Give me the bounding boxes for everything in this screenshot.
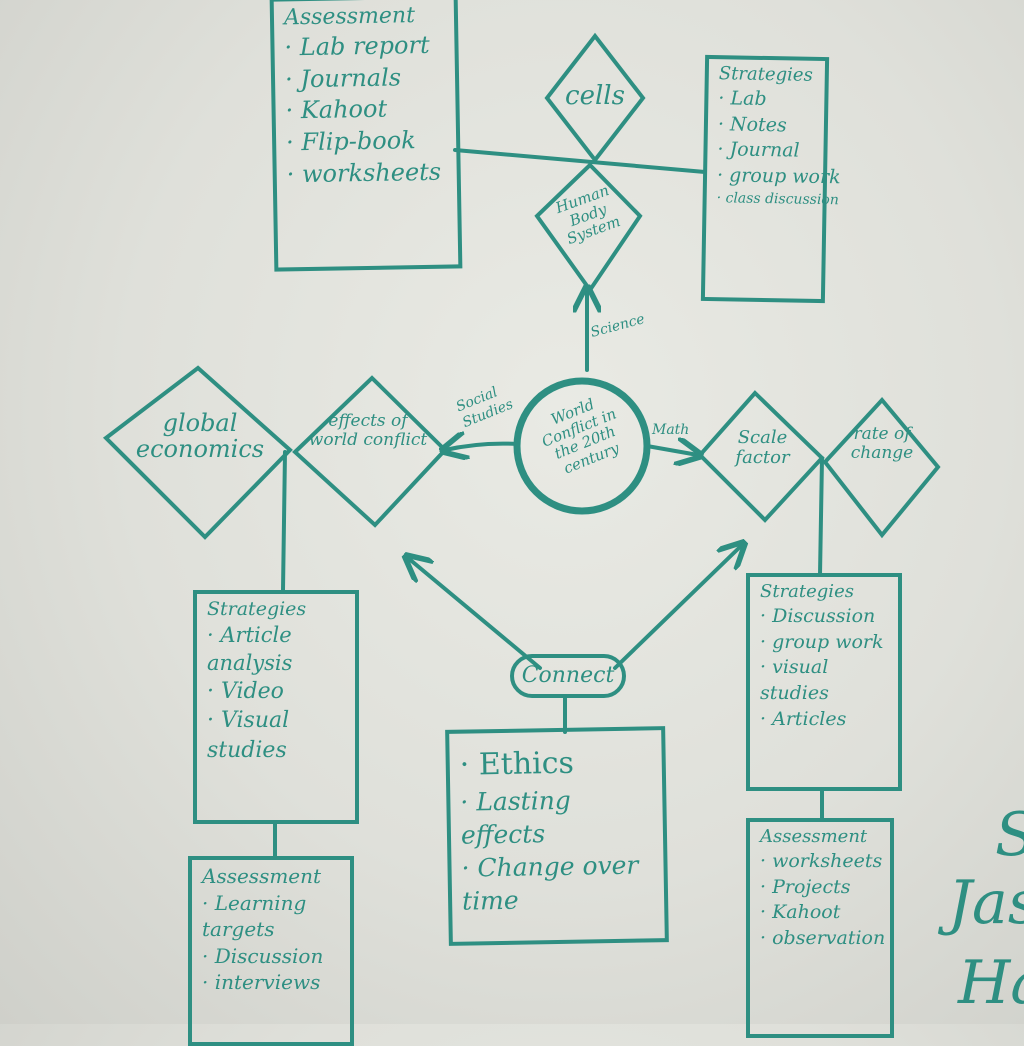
list-item: visual studies bbox=[760, 655, 888, 706]
connect-pill: Connect bbox=[510, 654, 626, 698]
science-strategies-box: Strategies Lab Notes Journal group work … bbox=[700, 54, 841, 304]
diamond-scale-factor-shape bbox=[697, 390, 825, 523]
list-item: Lasting effects bbox=[460, 782, 653, 851]
science-strategies-title: Strategies bbox=[718, 63, 813, 86]
list-item: Kahoot bbox=[760, 900, 880, 926]
list-item: group work bbox=[760, 630, 888, 656]
list-item: Visual studies bbox=[207, 706, 345, 764]
list-item: interviews bbox=[202, 969, 340, 995]
connect-box: Ethics Lasting effects Change over time bbox=[445, 726, 669, 946]
social-strategies-box: Strategies Article analysis Video Visual… bbox=[193, 590, 359, 824]
signature-line-2: Jas bbox=[948, 868, 1024, 938]
diamond-scale-factor: Scale factor bbox=[735, 427, 790, 468]
list-item: Kahoot bbox=[285, 93, 446, 127]
social-strategies-title: Strategies bbox=[207, 598, 307, 620]
list-item: Discussion bbox=[760, 604, 888, 630]
list-item: group work bbox=[717, 163, 841, 190]
math-assessment-title: Assessment bbox=[760, 826, 868, 847]
list-item: worksheets bbox=[760, 849, 882, 875]
list-item: class discussion bbox=[716, 189, 839, 210]
edge-label-math: Math bbox=[652, 422, 690, 438]
list-item: Learning targets bbox=[202, 890, 340, 943]
list-item: Journals bbox=[285, 61, 446, 95]
science-assessment-box: Assessment Lab report Journals Kahoot Fl… bbox=[269, 0, 463, 272]
list-item: Lab bbox=[718, 86, 814, 113]
diamond-effects: effects of world conflict bbox=[308, 411, 428, 450]
science-assessment-title: Assessment bbox=[283, 3, 416, 31]
list-item: worksheets bbox=[286, 156, 447, 190]
list-item: Flip-book bbox=[286, 125, 447, 159]
math-strategies-box: Strategies Discussion group work visual … bbox=[746, 573, 902, 791]
signature-line-1: S bbox=[995, 800, 1024, 870]
math-strategies-title: Strategies bbox=[760, 581, 854, 602]
list-item: Lab report bbox=[284, 30, 445, 64]
diamond-cells-shape bbox=[544, 32, 646, 164]
list-item: Notes bbox=[718, 112, 814, 139]
social-assessment-title: Assessment bbox=[202, 864, 322, 888]
math-assessment-box: Assessment worksheets Projects Kahoot ob… bbox=[746, 818, 894, 1038]
diamond-cells: cells bbox=[565, 81, 625, 111]
signature-line-3: Ha bbox=[958, 948, 1024, 1018]
social-assessment-box: Assessment Learning targets Discussion i… bbox=[188, 856, 354, 1046]
diagram-lines bbox=[102, 32, 941, 859]
diamond-global-economics-shape bbox=[102, 365, 293, 540]
diamond-effects-shape bbox=[292, 375, 448, 528]
list-item: Articles bbox=[760, 707, 888, 733]
list-item: Change over time bbox=[461, 848, 654, 917]
diamond-rate-of-change: rate of change bbox=[850, 424, 914, 463]
list-item: Journal bbox=[717, 137, 813, 164]
list-item: observation bbox=[760, 926, 885, 952]
list-item: Video bbox=[207, 677, 345, 706]
list-item: Discussion bbox=[202, 943, 340, 969]
list-item: Projects bbox=[760, 875, 880, 901]
list-item: Ethics bbox=[459, 742, 652, 785]
diamond-global-economics: global economics bbox=[135, 409, 265, 464]
diamond-rate-of-change-shape bbox=[822, 396, 941, 539]
list-item: Article analysis bbox=[207, 622, 345, 677]
